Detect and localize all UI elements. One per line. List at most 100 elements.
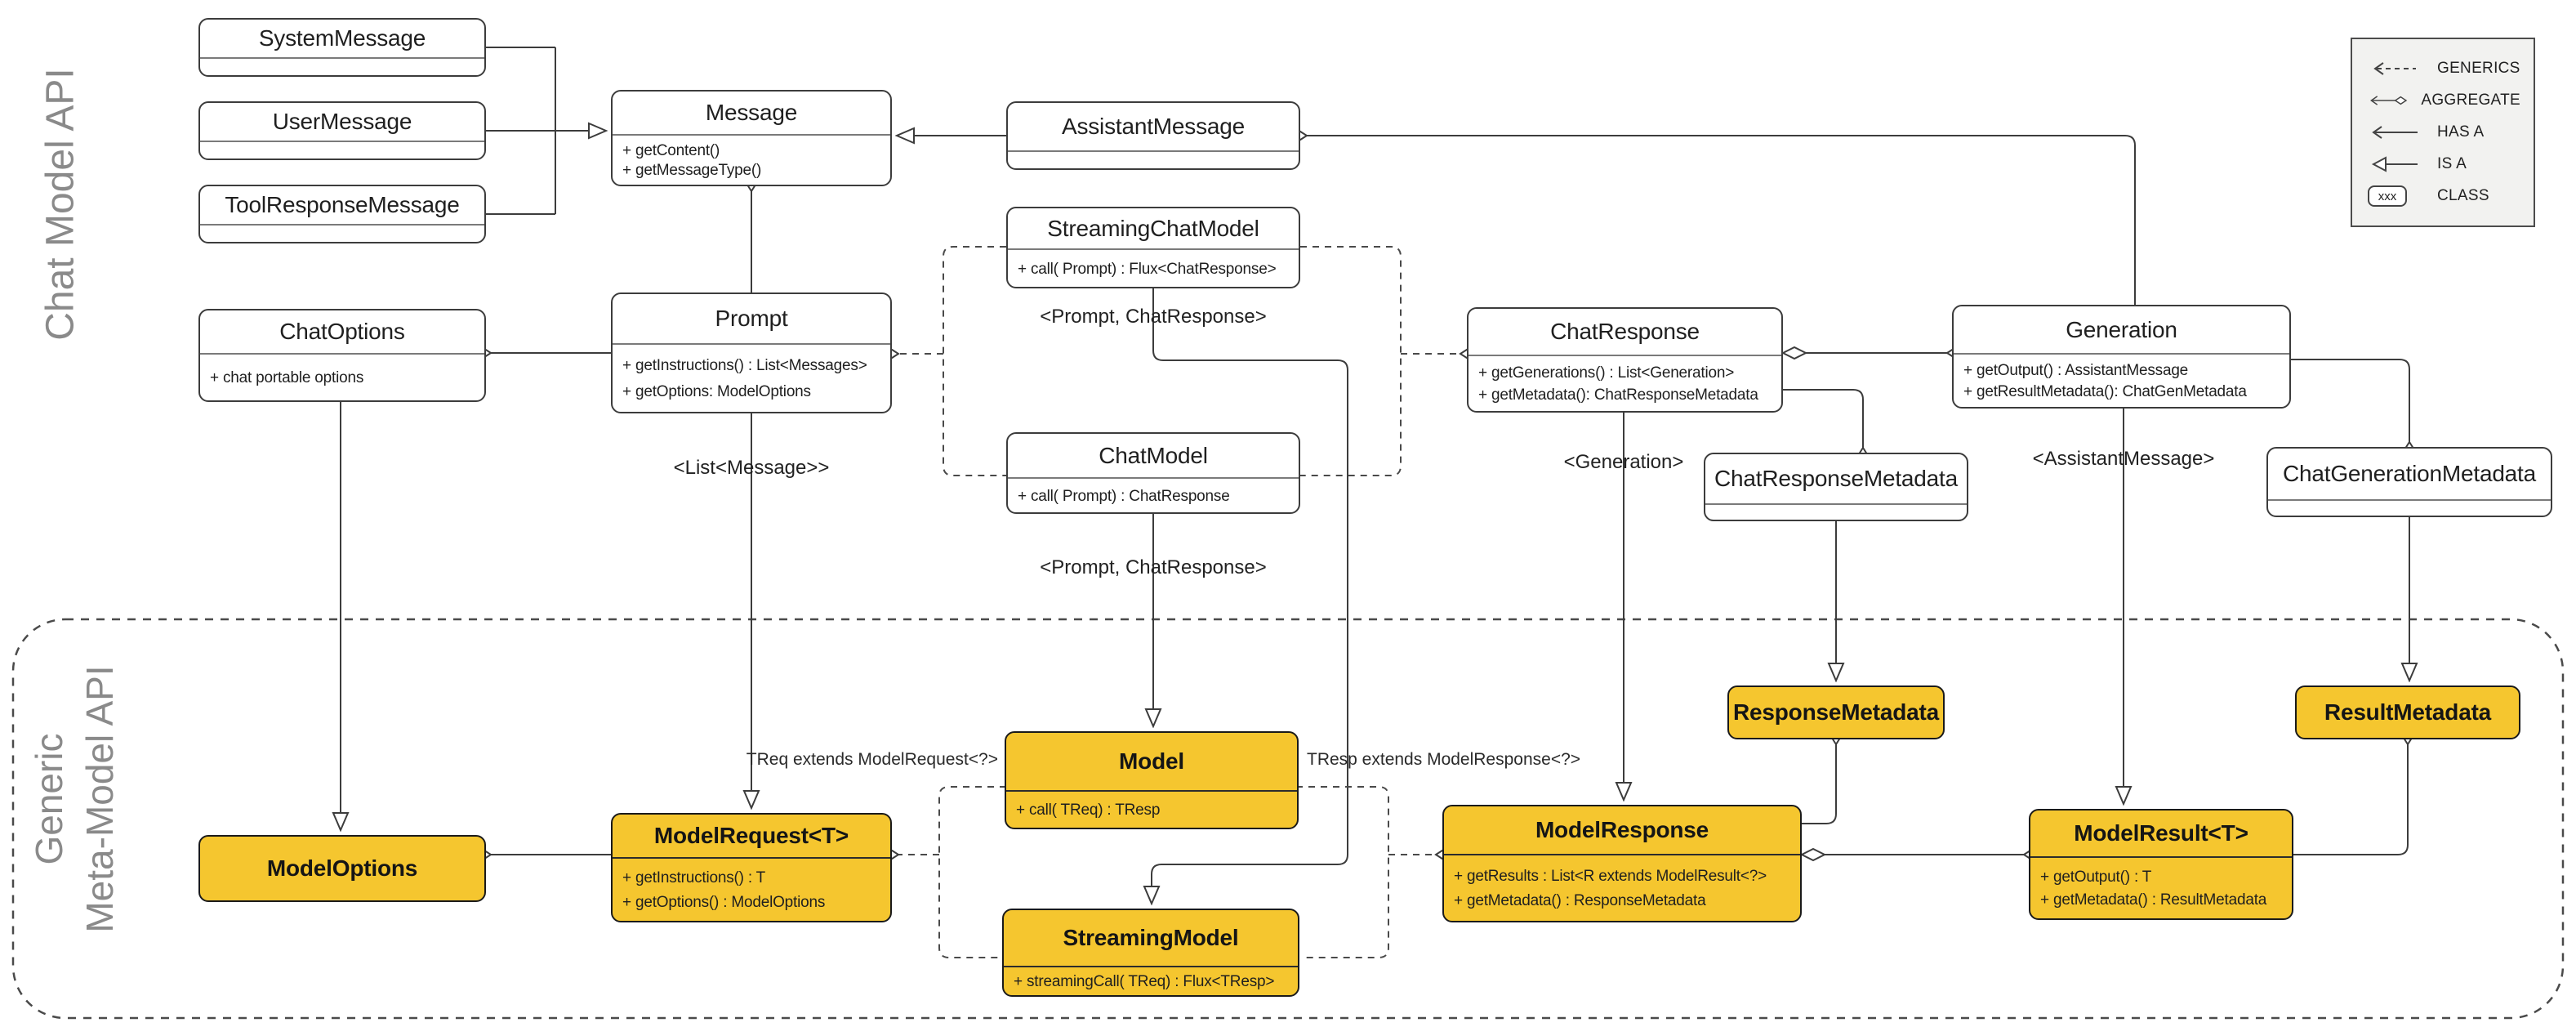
model-method-0: + call( TReq) : TResp — [1016, 802, 1161, 819]
edge-modelresult-hasa-resultmetadata — [2293, 735, 2414, 855]
chat-response-method-0: + getGenerations() : List<Generation> — [1478, 364, 1735, 382]
prompt-members: + getInstructions() : List<Messages>+ ge… — [613, 343, 890, 412]
class-box-user-message: UserMessage — [198, 101, 486, 160]
class-box-prompt: Prompt + getInstructions() : List<Message… — [611, 292, 892, 413]
chat-model-members: + call( Prompt) : ChatResponse — [1008, 477, 1299, 512]
class-box-chat-options: ChatOptions + chat portable options — [198, 309, 486, 402]
generation-title: Generation — [2066, 316, 2177, 342]
legend-class: xxx CLASS — [2365, 185, 2520, 207]
model-members: + call( TReq) : TResp — [1006, 790, 1297, 828]
message-method-1: + getMessageType() — [622, 162, 762, 179]
system-message-title: SystemMessage — [258, 25, 426, 51]
model-request-method-0: + getInstructions() : T — [622, 869, 766, 887]
aggregate-arrow-icon — [2370, 96, 2408, 105]
class-box-icon: xxx — [2368, 185, 2407, 207]
generation-members: + getOutput() : AssistantMessage + getRes… — [1954, 353, 2289, 407]
generation-method-0: + getOutput() : AssistantMessage — [1963, 362, 2189, 380]
legend-aggregate-label: AGGREGATE — [2421, 92, 2520, 109]
edge-modelresponse-hasa-responsemetadata — [1802, 735, 1843, 824]
chat-response-title: ChatResponse — [1550, 319, 1700, 344]
chat-response-method-1: + getMetadata(): ChatResponseMetadata — [1478, 386, 1758, 404]
generic-meta-model-api-label-line2: Meta-Model API — [78, 665, 121, 933]
tool-response-message-title: ToolResponseMessage — [225, 192, 460, 217]
assistant-message-members — [1008, 150, 1299, 168]
streaming-model-members: + streamingCall( TReq) : Flux<TResp> — [1004, 966, 1298, 995]
legend-class-label: CLASS — [2437, 187, 2489, 204]
plain-arrow-icon — [2372, 126, 2418, 139]
generic-meta-model-api-label-line1: Generic — [28, 733, 70, 865]
chat-options-title: ChatOptions — [279, 319, 405, 344]
user-message-title: UserMessage — [272, 109, 412, 134]
model-result-method-0: + getOutput() : T — [2040, 868, 2152, 886]
message-method-0: + getContent() — [622, 142, 720, 159]
streaming-model-title: StreamingModel — [1063, 925, 1239, 950]
chat-options-method-0: + chat portable options — [210, 369, 364, 386]
triangle-arrow-icon — [2371, 156, 2418, 172]
class-box-model: Model + call( TReq) : TResp — [1005, 731, 1299, 829]
class-box-chat-model: ChatModel + call( Prompt) : ChatResponse — [1006, 432, 1300, 514]
tool-response-message-members — [200, 224, 484, 242]
prompt-method-0: + getInstructions() : List<Messages> — [622, 357, 867, 375]
chat-generation-metadata-members — [2268, 499, 2551, 516]
chat-model-title: ChatModel — [1099, 442, 1208, 468]
class-box-response-metadata: ResponseMetadata — [1727, 685, 1945, 739]
model-title: Model — [1119, 748, 1184, 774]
model-response-method-1: + getMetadata() : ResponseMetadata — [1454, 892, 1706, 910]
streaming-chat-model-title: StreamingChatModel — [1047, 215, 1259, 241]
generic-label-generation: <Generation> — [1563, 451, 1684, 473]
legend-aggregate: AGGREGATE — [2365, 90, 2520, 111]
generation-method-1: + getResultMetadata(): ChatGenMetadata — [1963, 382, 2247, 400]
legend-hasa: HAS A — [2365, 122, 2520, 143]
generic-label-prompt-chatresponse-1: <Prompt, ChatResponse> — [1040, 306, 1267, 328]
generic-label-assistant-message: <AssistantMessage> — [2032, 448, 2215, 470]
generic-label-tresp: TResp extends ModelResponse<?> — [1307, 750, 1581, 769]
legend-isa-label: IS A — [2437, 155, 2467, 172]
generic-label-list-message: <List<Message>> — [673, 457, 830, 479]
edge-message-subclass-bus — [486, 47, 556, 215]
chat-options-members: + chat portable options — [200, 353, 484, 400]
model-response-title: ModelResponse — [1535, 817, 1709, 842]
generic-label-prompt-chatresponse-2: <Prompt, ChatResponse> — [1040, 556, 1267, 578]
chat-generation-metadata-title: ChatGenerationMetadata — [2282, 461, 2537, 486]
dashed-arrow-icon — [2373, 62, 2416, 75]
edge-generation-hasa-assistantmessage — [1297, 129, 2136, 305]
chat-response-metadata-members — [1705, 503, 1967, 520]
chat-response-members: + getGenerations() : List<Generation> + g… — [1468, 355, 1781, 411]
legend-hasa-label: HAS A — [2437, 123, 2485, 141]
edge-generics-chat-left-bracket — [943, 246, 1006, 476]
message-members: + getContent() + getMessageType() — [613, 134, 890, 185]
edge-generics-model-right-bracket — [1284, 786, 1389, 958]
legend-isa: IS A — [2365, 154, 2520, 175]
user-message-members — [200, 141, 484, 159]
class-box-message: Message + getContent() + getMessageType() — [611, 90, 892, 186]
system-message-members — [200, 57, 484, 75]
model-result-method-1: + getMetadata() : ResultMetadata — [2040, 891, 2267, 909]
class-box-chat-response: ChatResponse + getGenerations() : List<Ge… — [1467, 307, 1783, 413]
message-title: Message — [705, 100, 798, 125]
class-box-model-request: ModelRequest<T>+ getInstructions() : T+ … — [611, 813, 892, 922]
chat-model-method-0: + call( Prompt) : ChatResponse — [1018, 487, 1230, 505]
model-request-method-1: + getOptions() : ModelOptions — [622, 893, 826, 911]
chat-model-api-section-label: Chat Model API — [38, 68, 82, 341]
model-result-title: ModelResult<T> — [2074, 820, 2248, 846]
response-metadata-title: ResponseMetadata — [1733, 699, 1939, 725]
streaming-chat-model-members: + call( Prompt) : Flux<ChatResponse> — [1008, 248, 1299, 287]
class-box-model-result: ModelResult<T> + getOutput() : T + getMeta… — [2029, 809, 2293, 920]
model-result-members: + getOutput() : T + getMetadata() : Resul… — [2030, 856, 2292, 918]
streaming-model-method-0: + streamingCall( TReq) : Flux<TResp> — [1014, 973, 1275, 990]
prompt-title: Prompt — [715, 306, 788, 331]
assistant-message-title: AssistantMessage — [1061, 114, 1245, 139]
result-metadata-title: ResultMetadata — [2324, 699, 2492, 725]
legend-class-sample-text: xxx — [2378, 190, 2397, 203]
legend-generics-label: GENERICS — [2437, 60, 2520, 77]
model-response-members: + getResults : List<R extends ModelResul… — [1444, 854, 1800, 921]
class-box-tool-response-message: ToolResponseMessage — [198, 185, 486, 243]
class-box-assistant-message: AssistantMessage — [1006, 101, 1300, 170]
model-options-title: ModelOptions — [266, 855, 418, 881]
model-response-method-0: + getResults : List<R extends ModelResul… — [1454, 867, 1767, 885]
edge-generics-chat-right-bracket — [1300, 246, 1402, 476]
class-box-chat-generation-metadata: ChatGenerationMetadata — [2266, 447, 2552, 517]
class-box-result-metadata: ResultMetadata — [2295, 685, 2520, 739]
class-box-chat-response-metadata: ChatResponseMetadata — [1704, 453, 1968, 521]
